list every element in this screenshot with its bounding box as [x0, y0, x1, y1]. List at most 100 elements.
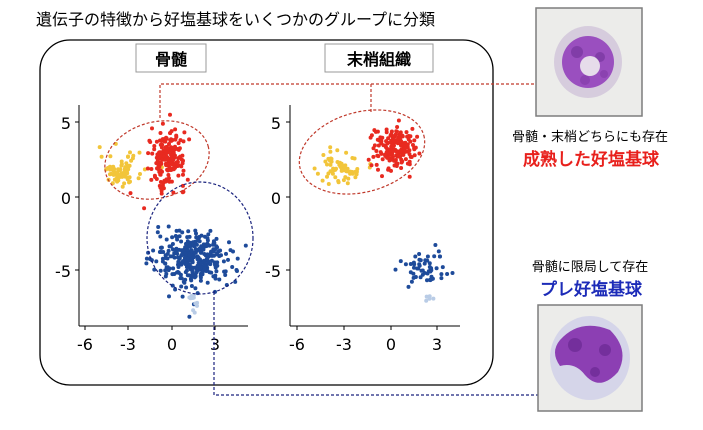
scatter-point [374, 162, 379, 167]
panel-label-peripheral: 末梢組織 [347, 50, 411, 69]
scatter-point [372, 143, 377, 148]
scatter-point [160, 259, 165, 264]
scatter-point [398, 259, 403, 264]
y-tick-label: -5 [55, 262, 71, 281]
scatter-point [353, 169, 358, 174]
scatter-point [165, 150, 170, 154]
scatter-point [176, 147, 181, 152]
panel-label-box-peripheral [324, 43, 434, 73]
scatter-point [149, 167, 154, 171]
scatter-point [164, 237, 169, 242]
scatter-point [190, 260, 195, 265]
scatter-point [105, 166, 110, 170]
scatter-point [390, 152, 395, 157]
scatter-point [331, 168, 336, 173]
pre-connector-line [213, 292, 539, 396]
scatter-point [399, 166, 404, 170]
scatter-point [402, 146, 407, 151]
scatter-point [165, 251, 170, 256]
scatter-point [422, 271, 427, 275]
scatter-point [344, 150, 349, 155]
scatter-point [409, 155, 414, 159]
scatter-point [352, 156, 357, 161]
y-tick-label: 0 [271, 189, 281, 208]
scatter-point [326, 182, 331, 186]
scatter-point [181, 139, 186, 144]
scatter-point [159, 245, 164, 250]
scatter-point [171, 266, 176, 271]
scatter-point [215, 251, 220, 255]
scatter-point [197, 235, 201, 240]
mature-title: 成熟した好塩基球 [523, 149, 660, 170]
scatter-point [108, 172, 112, 177]
scatter-point [405, 134, 410, 139]
scatter-point [119, 162, 124, 167]
scatter-point [374, 149, 379, 153]
scatter-point [425, 254, 430, 259]
scatter-point [187, 314, 192, 319]
scatter-point [214, 244, 219, 249]
scatter-point [183, 245, 188, 250]
scatter-point [411, 271, 416, 276]
scatter-point [391, 138, 396, 143]
scatter-point [437, 254, 442, 259]
scatter-point [395, 161, 400, 166]
scatter-point [156, 225, 161, 229]
scatter-point [412, 265, 416, 270]
scatter-point [407, 162, 412, 167]
scatter-point [368, 135, 373, 140]
scatter-point [223, 269, 228, 274]
scatter-point [403, 140, 408, 145]
scatter-point [159, 191, 164, 196]
y-tick-label: 5 [271, 114, 281, 133]
scatter-point [192, 310, 197, 315]
scatter-point [142, 206, 147, 211]
scatter-point [187, 262, 192, 267]
scatter-point [406, 284, 411, 289]
scatter-point [166, 248, 171, 253]
scatter-point [416, 266, 421, 271]
scatter-point [315, 171, 320, 176]
scatter-point [155, 158, 160, 163]
scatter-point [411, 275, 416, 280]
scatter-point [166, 173, 171, 177]
scatter-point [339, 162, 344, 167]
scatter-point [212, 241, 217, 245]
scatter-point [386, 136, 391, 141]
scatter-point [439, 276, 444, 281]
scatter-point [395, 125, 400, 129]
scatter-point [413, 254, 418, 259]
pre-cluster-ellipse [146, 181, 254, 295]
scatter-point [181, 260, 185, 265]
scatter-point [348, 169, 353, 174]
scatter-point [379, 136, 384, 141]
scatter-point [120, 184, 125, 189]
scatter-point [366, 157, 371, 162]
scatter-point [124, 169, 129, 174]
scatter-point [164, 154, 169, 158]
scatter-point [403, 157, 408, 162]
scatter-point [199, 244, 204, 249]
scatter-point [235, 269, 239, 273]
scatter-point [190, 272, 195, 277]
pre-title: プレ好塩基球 [540, 279, 643, 300]
scatter-point [167, 166, 172, 171]
scatter-point [179, 239, 184, 244]
scatter-point [373, 129, 378, 134]
y-tick-label: 0 [61, 189, 71, 208]
scatter-point [178, 272, 183, 277]
scatter-point [224, 251, 228, 256]
scatter-point [450, 271, 455, 275]
scatter-point [191, 240, 195, 245]
scatter-point [126, 154, 130, 159]
scatter-point [344, 169, 349, 174]
scatter-point [341, 178, 346, 183]
x-tick-label: -3 [336, 335, 352, 354]
scatter-point [189, 294, 194, 298]
scatter-point [195, 263, 200, 268]
scatter-point [160, 157, 165, 162]
scatter-point [432, 254, 437, 259]
scatter-point [320, 178, 325, 183]
scatter-point [180, 294, 185, 299]
scatter-point [147, 138, 152, 143]
